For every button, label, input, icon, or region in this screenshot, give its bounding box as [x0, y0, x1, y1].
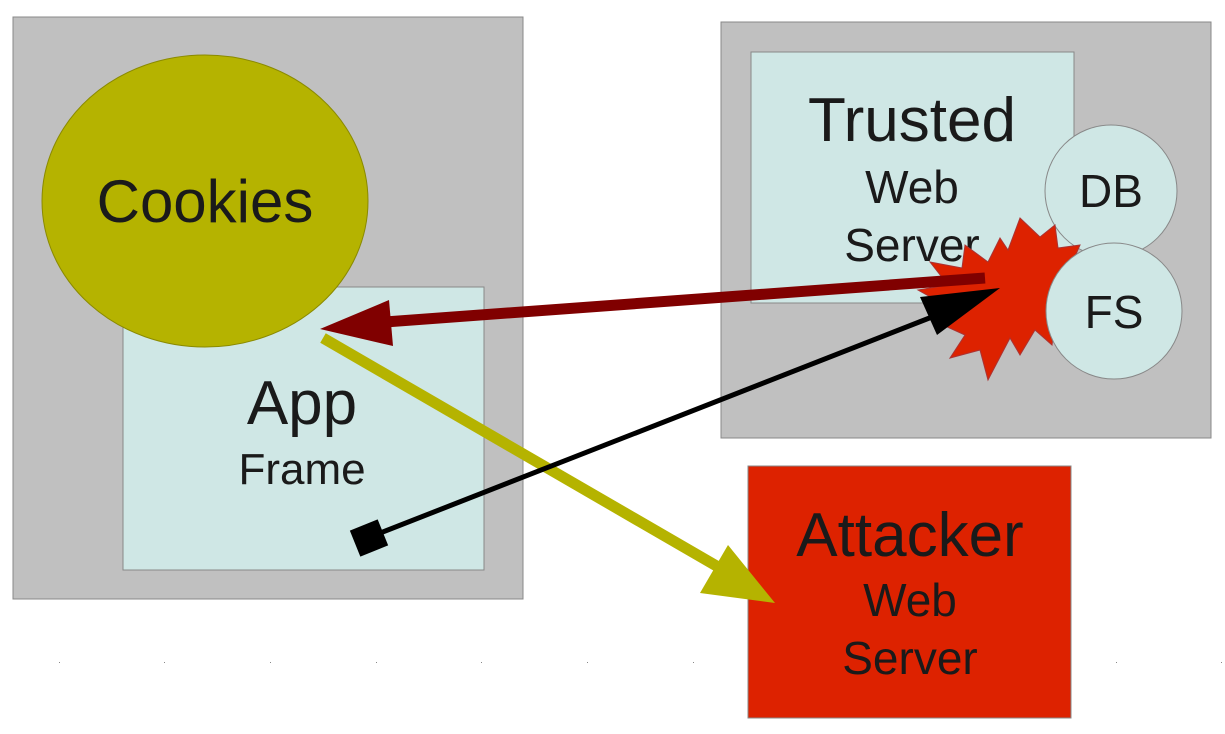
cookies-ellipse — [41, 54, 369, 348]
attack-origin-marker — [349, 519, 389, 557]
app-frame-title: App — [247, 369, 357, 438]
attack-request-arrow — [349, 288, 1000, 557]
fs-circle — [1045, 242, 1183, 380]
dotted-guide-line — [59, 662, 1222, 663]
trusted-server-line2: Web — [865, 161, 959, 213]
attacker-server-title: Attacker — [796, 501, 1023, 570]
attacker-web-server-box — [747, 465, 1072, 719]
cookie-exfiltration-arrow — [320, 333, 775, 603]
db-label: DB — [1079, 165, 1143, 217]
attacker-server-line2: Web — [863, 574, 957, 626]
stolen-data-arrow — [320, 272, 986, 346]
cookies-label: Cookies — [97, 168, 314, 235]
trusted-server-line3: Server — [844, 219, 979, 271]
fs-label: FS — [1085, 286, 1144, 338]
attacker-server-line3: Server — [842, 632, 977, 684]
trusted-server-title: Trusted — [808, 86, 1016, 155]
app-frame-subtitle: Frame — [238, 445, 365, 494]
